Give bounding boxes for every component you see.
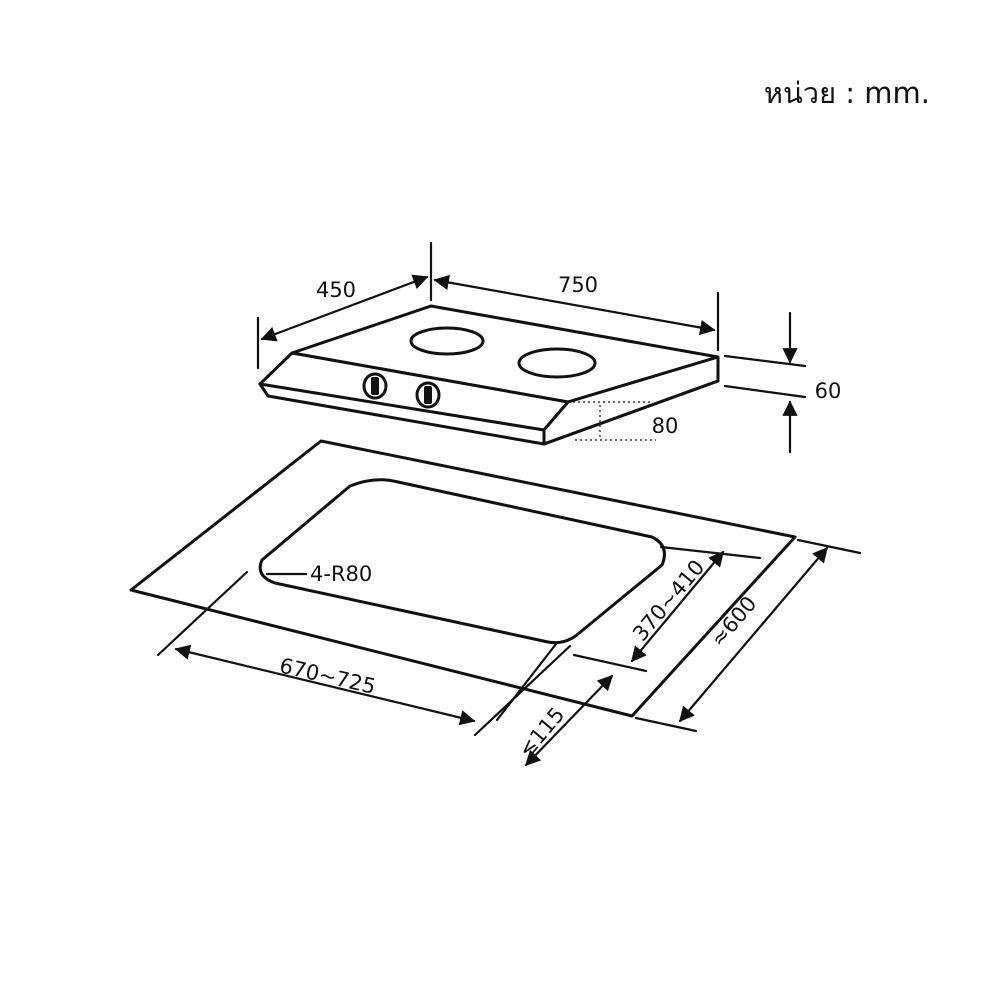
panel-label: 80 (652, 414, 679, 438)
height-label: 60 (815, 379, 842, 403)
knob-icon (415, 381, 441, 409)
countertop-outline (129, 439, 797, 718)
countertop-depth-label: ≈600 (706, 592, 761, 652)
depth-label: 450 (316, 278, 356, 302)
cutout-depth-label: 370~410 (628, 555, 709, 645)
width-label: 750 (558, 273, 598, 297)
countertop-drawing (129, 439, 797, 718)
radius-label: 4-R80 (310, 562, 372, 586)
unit-label: หน่วย : mm. (764, 76, 930, 110)
depth-dimension-line (260, 274, 429, 342)
knob-icon (362, 372, 388, 400)
hob-base-strip-right (542, 379, 720, 446)
hob-dimensions: 450 750 60 80 (256, 241, 842, 454)
burner-icon (517, 347, 597, 379)
panel-depth-guide (568, 401, 656, 441)
cutout-width-dimension-line (174, 644, 476, 726)
cutout-width-label: 670~725 (277, 653, 378, 698)
cutout-outline (258, 478, 666, 645)
hob-drawing (258, 304, 720, 446)
burner-icon (409, 326, 485, 356)
edge-distance-label: ≤115 (514, 703, 569, 763)
countertop-depth-dimension-line (678, 546, 829, 723)
edge-distance-dimension-line (524, 674, 614, 767)
hob-base-strip (258, 382, 546, 446)
width-dimension-line (433, 274, 716, 336)
